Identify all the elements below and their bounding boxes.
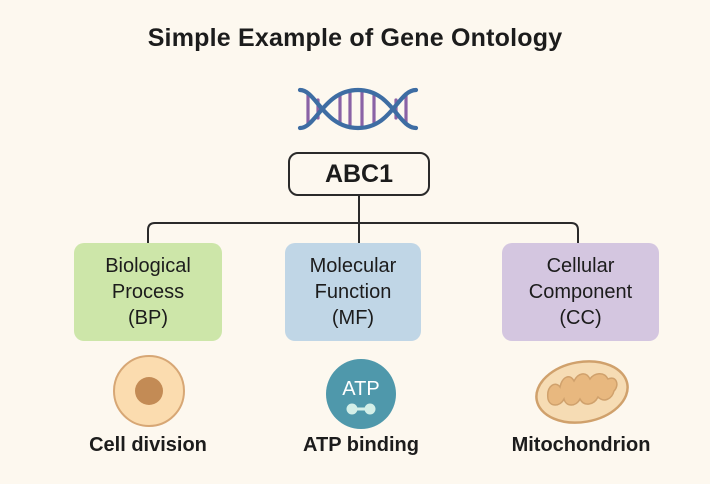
category-line: (MF)	[331, 307, 375, 329]
example-label-mf: ATP binding	[303, 434, 419, 456]
category-line: Function	[314, 281, 392, 303]
example-label-bp: Cell division	[89, 434, 207, 456]
mitochondrion-icon	[535, 360, 629, 424]
category-line: (CC)	[559, 307, 602, 329]
category-molecular-function: Molecular Function (MF)	[285, 243, 421, 341]
category-line: Component	[528, 281, 633, 303]
category-line: (BP)	[127, 307, 168, 329]
cell-icon	[113, 355, 185, 427]
dna-double-helix-icon	[297, 87, 419, 131]
example-label-cc: Mitochondrion	[511, 434, 651, 456]
atp-icon-text: ATP	[342, 378, 379, 400]
atp-molecule-icon: ATP	[326, 359, 396, 429]
category-line: Process	[111, 281, 185, 303]
connector-bar	[147, 222, 579, 243]
category-line: Cellular	[546, 255, 615, 277]
category-line: Molecular	[309, 255, 397, 277]
category-biological-process: Biological Process (BP)	[74, 243, 222, 341]
category-line: Biological	[105, 255, 191, 277]
category-cellular-component: Cellular Component (CC)	[502, 243, 659, 341]
diagram-title: Simple Example of Gene Ontology	[147, 24, 563, 52]
gene-node: ABC1	[288, 152, 430, 196]
